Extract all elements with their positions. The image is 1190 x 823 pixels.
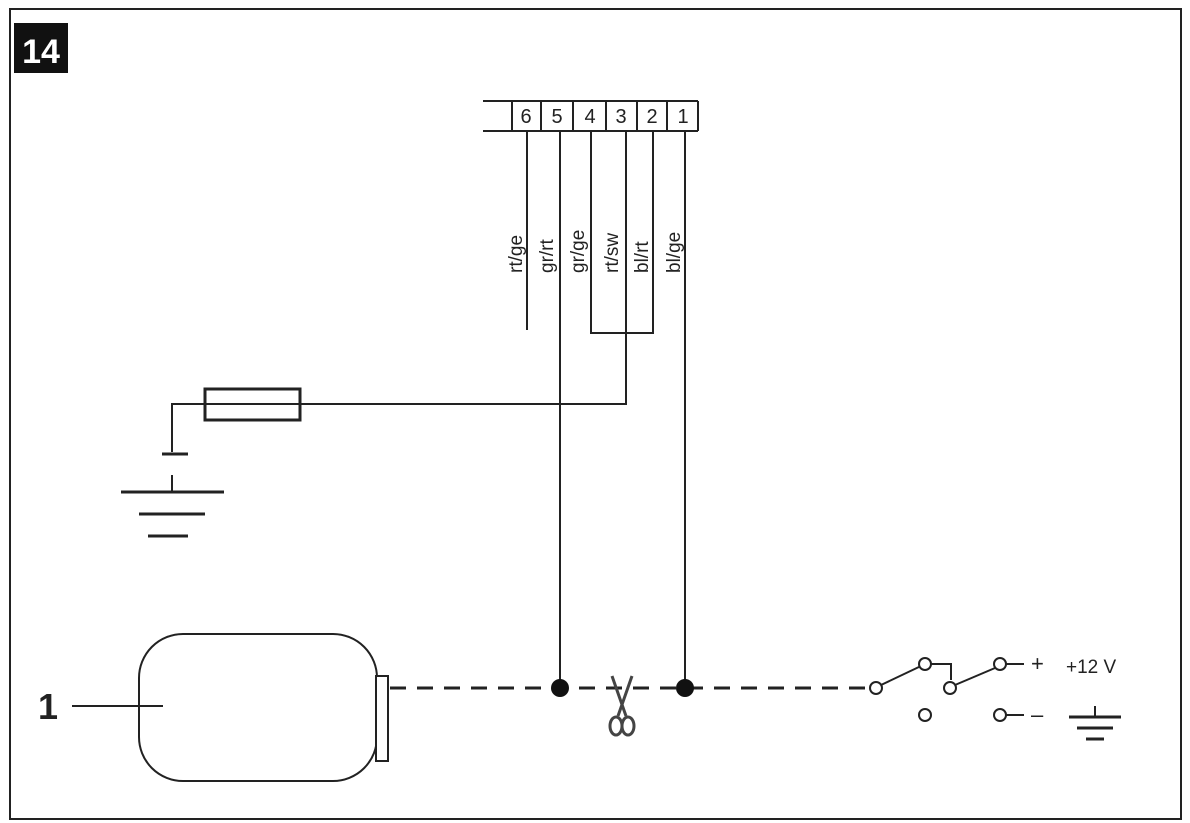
wire-fuse-to-ground bbox=[171, 403, 205, 452]
minus-symbol: – bbox=[1031, 702, 1044, 727]
wire-label-gr-rt: gr/rt bbox=[537, 239, 558, 274]
wire-label-rt-ge: rt/ge bbox=[506, 235, 527, 273]
diagram-frame bbox=[9, 8, 1182, 820]
wire-bridge-4-2 bbox=[590, 131, 654, 334]
wire-pin-3-to-fuse bbox=[300, 131, 627, 405]
device-connector-plate bbox=[375, 675, 389, 762]
junction-pin-5 bbox=[551, 679, 569, 697]
device-body bbox=[138, 633, 389, 782]
scissors-icon bbox=[608, 675, 636, 737]
pin-3-label: 3 bbox=[615, 106, 626, 128]
wire-label-bl-ge: bl/ge bbox=[664, 232, 685, 273]
ground-icon bbox=[121, 452, 224, 538]
plus-symbol: + bbox=[1031, 651, 1044, 676]
wire-label-rt-sw: rt/sw bbox=[602, 233, 623, 273]
junction-pin-1 bbox=[676, 679, 694, 697]
fuse-icon bbox=[203, 387, 302, 422]
figure-number: 14 bbox=[22, 33, 60, 71]
switch-assembly bbox=[869, 657, 1024, 722]
pin-5-label: 5 bbox=[551, 106, 562, 128]
pin-2-label: 2 bbox=[646, 106, 657, 128]
pin-6-label: 6 bbox=[520, 106, 531, 128]
pin-1-label: 1 bbox=[677, 106, 688, 128]
voltage-label: +12 V bbox=[1066, 657, 1117, 678]
item-label-1: 1 bbox=[38, 686, 58, 727]
ground-icon bbox=[1069, 706, 1121, 741]
connector-block: 6 5 4 3 2 1 bbox=[483, 100, 699, 132]
pin-4-label: 4 bbox=[584, 106, 595, 128]
wire-label-gr-ge: gr/ge bbox=[568, 230, 589, 273]
figure-number-badge: 14 bbox=[14, 23, 68, 73]
wire-label-bl-rt: bl/rt bbox=[632, 241, 653, 273]
